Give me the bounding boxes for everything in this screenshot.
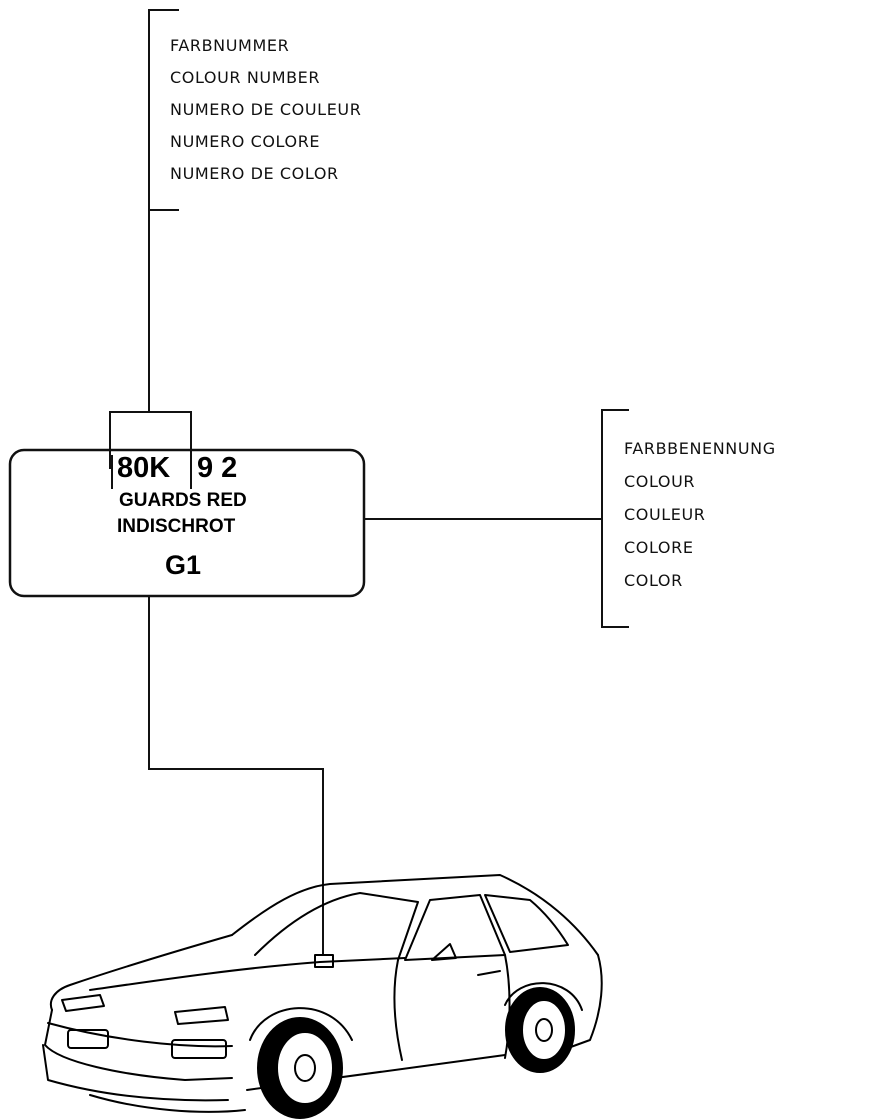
colour-number-bracket [148,9,179,211]
plate-colour-number-suffix: 9 2 [197,452,238,484]
colour-number-label-en: COLOUR NUMBER [170,68,321,87]
colour-number-label-es: NUMERO DE COLOR [170,164,339,183]
plate-colour-code: G1 [165,550,202,580]
colour-name-label-it: COLORE [624,538,694,557]
plate-location-leader [148,596,324,956]
colour-name-label-fr: COULEUR [624,505,706,524]
paint-code-plate [8,448,366,598]
plate-colour-name-en: GUARDS RED [119,490,247,511]
colour-number-label-de: FARBNUMMER [170,36,290,55]
colour-name-label-es: COLOR [624,571,683,590]
plate-location-marker [314,954,334,968]
plate-colour-number: 80K [117,452,171,484]
colour-name-label-de: FARBBENENNUNG [624,439,776,458]
plate-colour-name-de: INDISCHROT [117,516,236,537]
colour-number-highlight-box [109,411,192,469]
colour-number-label-list: FARBNUMMER COLOUR NUMBER NUMERO DE COULE… [170,38,361,198]
colour-name-label-en: COLOUR [624,472,696,491]
colour-name-label-list: FARBBENENNUNG COLOUR COULEUR COLORE COLO… [624,441,776,606]
colour-number-label-it: NUMERO COLORE [170,132,321,151]
car-illustration [42,874,603,1119]
colour-number-label-fr: NUMERO DE COULEUR [170,100,362,119]
colour-name-bracket [601,409,629,628]
